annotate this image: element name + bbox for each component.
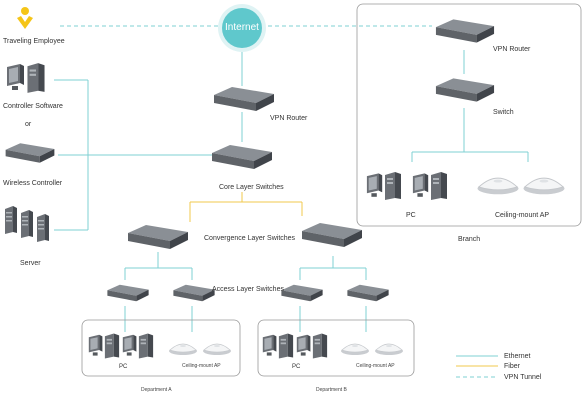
legend-fiber-label: Fiber (504, 363, 520, 370)
dept-b-ap-icon (340, 343, 370, 356)
dept-a-ap-icon (202, 343, 232, 356)
core-switch-icon (212, 145, 272, 169)
branch-pc-tower-icon (385, 172, 401, 200)
controller-monitor-icon (7, 64, 24, 90)
pc-dept-a-label: PC (119, 364, 128, 370)
pc-dept-b-label: PC (292, 364, 301, 370)
convergence-switch-icon (128, 225, 188, 249)
dept-b-pc-tower-icon (312, 333, 328, 359)
dept-b-pc-monitor-icon (262, 334, 277, 356)
dept-b-ap-icon (374, 343, 404, 356)
internet-cloud (218, 4, 266, 52)
dept-a-pc-tower-icon (104, 333, 120, 359)
switch-branch-label: Switch (493, 109, 514, 116)
vpn-router-hq-label: VPN Router (270, 115, 308, 122)
fiber-links (189, 192, 303, 222)
ap-branch-label: Ceiling-mount AP (495, 212, 550, 219)
internet-label: Internet (225, 22, 259, 33)
server-icon (37, 214, 49, 242)
legend-vpn-tunnel-label: VPN Tunnel (504, 374, 542, 381)
traveling-employee-logo (17, 7, 33, 29)
branch-pc-monitor-icon (366, 173, 383, 197)
server-icon (5, 206, 17, 234)
dept-a-pc-tower-icon (138, 333, 154, 359)
ap-dept-b-label: Ceiling-mount AP (356, 363, 395, 369)
department-a-label: Department A (141, 387, 172, 393)
dept-b-pc-tower-icon (278, 333, 294, 359)
or-label: or (25, 121, 32, 128)
wireless-controller-icon (5, 143, 55, 163)
access-switch-icon (173, 284, 215, 302)
ap-dept-a-label: Ceiling-mount AP (182, 363, 221, 369)
pc-branch-label: PC (406, 212, 416, 219)
legend-ethernet-label: Ethernet (504, 353, 531, 360)
controller-tower-icon (27, 63, 45, 93)
branch-pc-tower-icon (431, 172, 447, 200)
legend-lines (456, 355, 498, 378)
dept-a-pc-monitor-icon (122, 334, 137, 356)
controller-software-label: Controller Software (3, 103, 63, 110)
dept-a-pc-monitor-icon (88, 334, 103, 356)
traveling-employee-label: Traveling Employee (3, 38, 65, 45)
dept-a-ap-icon (168, 343, 198, 356)
vpn-router-branch-label: VPN Router (493, 46, 531, 53)
server-label: Server (20, 260, 41, 267)
branch-label: Branch (458, 236, 481, 243)
vpn-router-hq-icon (214, 87, 274, 111)
wireless-controller-label: Wireless Controller (3, 180, 63, 187)
convergence-switch-icon (302, 223, 362, 247)
access-switch-icon (281, 284, 323, 302)
access-switch-icon (347, 284, 389, 302)
branch-ap-icon (522, 177, 566, 196)
core-switches-label: Core Layer Switches (219, 184, 284, 191)
access-switches-label: Access Layer Switches (212, 286, 284, 293)
branch-container (356, 3, 582, 227)
server-icon (21, 210, 33, 238)
department-b-container (257, 319, 415, 377)
branch-ap-icon (476, 177, 520, 196)
convergence-switches-label: Convergence Layer Switches (204, 235, 296, 242)
branch-switch-icon (435, 78, 495, 102)
access-switch-icon (107, 284, 149, 302)
ethernet-links (54, 44, 529, 332)
vpn-router-branch-icon (435, 19, 495, 43)
branch-pc-monitor-icon (412, 173, 429, 197)
department-a-container (81, 319, 241, 377)
department-b-label: Department B (316, 387, 347, 393)
dept-b-pc-monitor-icon (296, 334, 311, 356)
